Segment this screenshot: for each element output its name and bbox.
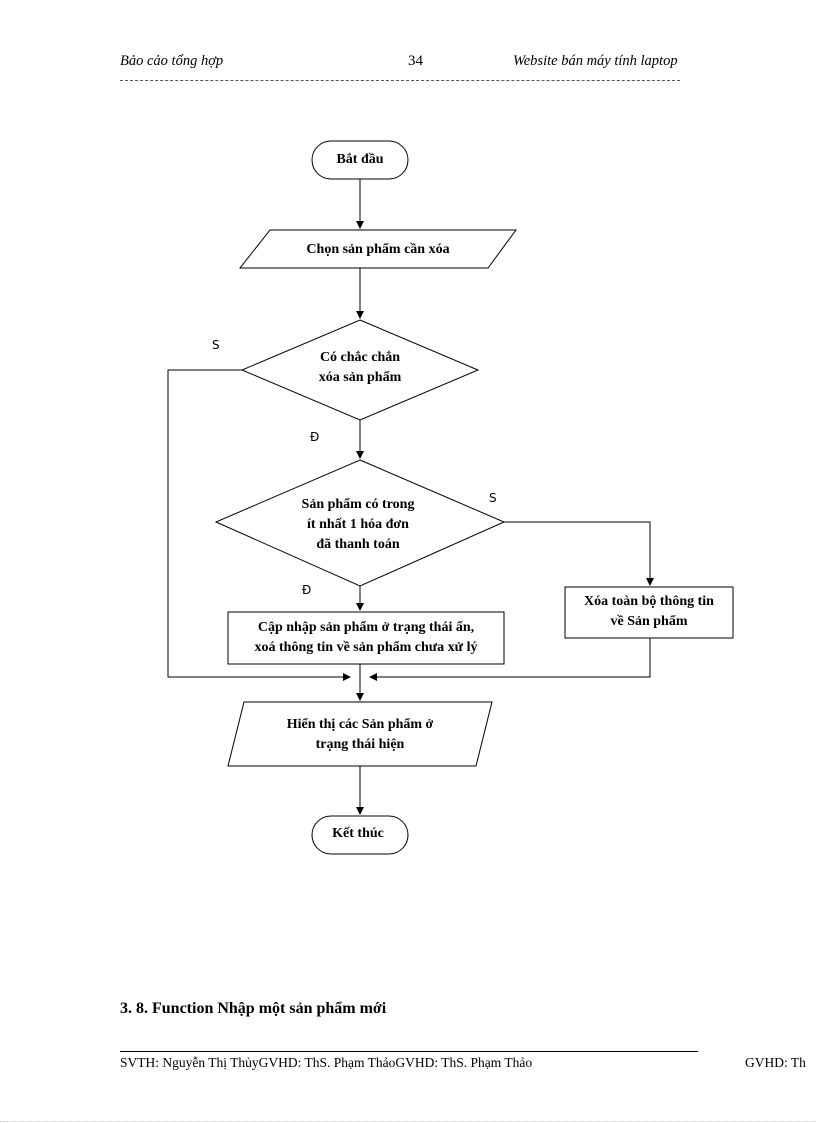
process-delete-line1: Xóa toàn bộ thông tin [584,594,714,609]
process-delete-text: Xóa toàn bộ thông tin về Sản phẩm [584,592,714,632]
end-terminator [311,815,409,855]
output-line2: trạng thái hiện [315,737,405,752]
process-delete-line2: về Sản phẩm [610,614,688,629]
decision-invoice-line1: Sản phẩm có trong [301,497,415,512]
header-page-number: 34 [408,53,423,69]
label-no-invoice: S [489,491,497,505]
decision-invoice-text: Sản phẩm có trong ít nhất 1 hóa đơn đã t… [302,495,415,555]
header-divider [120,80,680,81]
header-doc-title: Bảo cảo tổng hợp [120,53,224,69]
output-text: Hiển thị các Sản phẩm ở trạng thái hiện [287,715,434,755]
decision-confirm-line1: Có chắc chắn [319,350,401,365]
process-update-text: Cập nhập sản phẩm ở trạng thái ẩn, xoá t… [255,618,478,658]
process-update-line2: xoá thông tin về sản phẩm chưa xử lý [254,640,478,655]
section-heading: 3. 8. Function Nhập một sản phẩm mới [120,1000,387,1017]
start-label: Bắt đầu [336,152,384,167]
label-yes-invoice: Đ [302,583,312,597]
end-label: Kết thúc [332,826,384,841]
footer-authors: SVTH: Nguyễn Thị ThủyGVHD: ThS. Phạm Thả… [120,1055,533,1070]
decision-invoice-line3: đã thanh toán [316,537,400,552]
page-bottom-border [0,1121,816,1122]
flowchart-diagram [167,140,734,855]
label-yes-confirm: Đ [310,430,320,444]
input-label: Chọn sản phẩm cần xóa [306,242,450,257]
connector-decision1-no [167,369,351,681]
connector-decision2-delete [504,521,654,586]
decision-confirm-text: Có chắc chắn xóa sản phẩm [319,348,401,388]
process-delete-all [564,586,734,639]
header-website-title: Website bán máy tính laptop [513,53,678,69]
process-update-hidden [227,611,505,665]
output-parallelogram [227,701,493,767]
input-parallelogram [238,229,517,269]
footer-divider [120,1051,698,1052]
decision-invoice-line2: ít nhất 1 hóa đơn [307,517,409,532]
connector-delete-merge [369,638,651,681]
footer-supervisor: GVHD: Th [745,1055,806,1070]
output-line1: Hiển thị các Sản phẩm ở [286,717,434,732]
decision-confirm-line2: xóa sản phẩm [318,370,402,385]
label-no-confirm: S [212,338,220,352]
process-update-line1: Cập nhập sản phẩm ở trạng thái ẩn, [257,620,475,635]
